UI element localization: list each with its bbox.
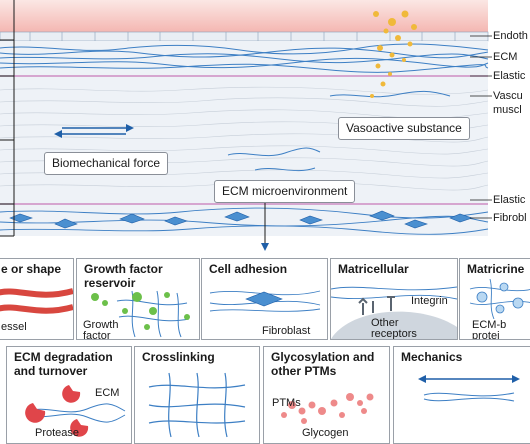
panel-other-1: Other xyxy=(371,317,399,329)
layer-label-elastic-bottom: Elastic xyxy=(493,194,526,206)
panel-integrin: Integrin xyxy=(411,295,448,307)
ecm-bound-protein-icon xyxy=(469,279,530,319)
vasoactive-substance-callout: Vasoactive substance xyxy=(338,117,470,140)
layer-label-vascular-1: Vascu xyxy=(493,90,523,102)
panel-sub-2: protei xyxy=(472,330,500,340)
fibroblast-adhesion-icon xyxy=(209,290,321,312)
vasoactive-particles xyxy=(370,10,417,98)
panel-sub-2: factor xyxy=(83,330,111,340)
panel-sub: essel xyxy=(1,321,27,333)
panel-title-1: Glycosylation and xyxy=(271,350,375,364)
panel-ecm-label: ECM xyxy=(95,387,120,399)
panel-title-2: other PTMs xyxy=(271,364,337,378)
panel-title: Crosslinking xyxy=(142,350,215,364)
panel-title-1: Growth factor xyxy=(84,262,163,276)
panel-sub-1: Growth xyxy=(83,319,119,331)
panel-cell-adhesion: Cell adhesion Fibroblast xyxy=(201,258,328,340)
panel-crosslinking: Crosslinking xyxy=(134,346,260,444)
panel-growth-factor: Growth factor reservoir Growth factor xyxy=(76,258,200,340)
endothelium-layer xyxy=(0,31,489,42)
ecm-microenvironment-callout: ECM microenvironment xyxy=(214,180,356,203)
panel-ptms: PTMs xyxy=(272,397,301,409)
panel-title-2: reservoir xyxy=(84,276,136,290)
panel-matricellular: Matricellular Integrin Other receptors xyxy=(330,258,458,340)
panel-title: Matricellular xyxy=(338,262,409,276)
biomechanical-force-callout: Biomechanical force xyxy=(44,152,169,175)
panel-title: Cell adhesion xyxy=(209,262,288,276)
microenvironment-arrow xyxy=(261,196,269,251)
panel-ecm-degradation: ECM degradation and turnover ECM Proteas… xyxy=(6,346,132,444)
panel-title: Mechanics xyxy=(401,350,463,364)
layer-label-fibroblast: Fibrobl xyxy=(493,212,527,224)
layer-label-endothelium: Endoth xyxy=(493,30,528,42)
crosslink-mesh-icon xyxy=(148,372,246,438)
panel-sub-1: ECM-b xyxy=(472,319,507,331)
panel-glycogen: Glycogen xyxy=(302,427,349,439)
panel-mechanics: Mechanics xyxy=(393,346,530,444)
biomechanical-force-arrows xyxy=(54,124,134,138)
adventitia-fibers xyxy=(0,207,489,235)
layer-bracket xyxy=(0,0,15,237)
label-leaders xyxy=(470,35,492,219)
panel-title: e or shape xyxy=(1,262,62,276)
panel-other-2: receptors xyxy=(371,328,417,340)
panel-sub: Fibroblast xyxy=(262,325,311,337)
panel-size-shape: e or shape essel xyxy=(0,258,74,340)
panel-title: Matricrine xyxy=(467,262,525,276)
ecm-fiber-band xyxy=(0,43,489,73)
glycogen-icon xyxy=(281,393,374,424)
panel-matricrine: Matricrine ECM-b protei xyxy=(459,258,530,340)
panel-title-2: and turnover xyxy=(14,364,88,378)
layer-label-elastic-top: Elastic xyxy=(493,70,526,82)
fibroblast-cells xyxy=(9,210,473,229)
panel-title-1: ECM degradation xyxy=(14,350,113,364)
vessel-shape-icon xyxy=(0,288,73,314)
panel-protease: Protease xyxy=(35,427,80,439)
layer-label-ecm: ECM xyxy=(493,51,518,63)
stretch-arrows-icon xyxy=(418,375,520,402)
receptor-membrane-icon xyxy=(331,286,457,339)
protease-icon xyxy=(25,385,126,437)
layer-label-vascular-2: muscl xyxy=(493,104,522,116)
growth-factor-mesh-icon xyxy=(91,290,190,338)
panel-glycosylation: Glycosylation and other PTMs PTMs Glycog… xyxy=(263,346,390,444)
